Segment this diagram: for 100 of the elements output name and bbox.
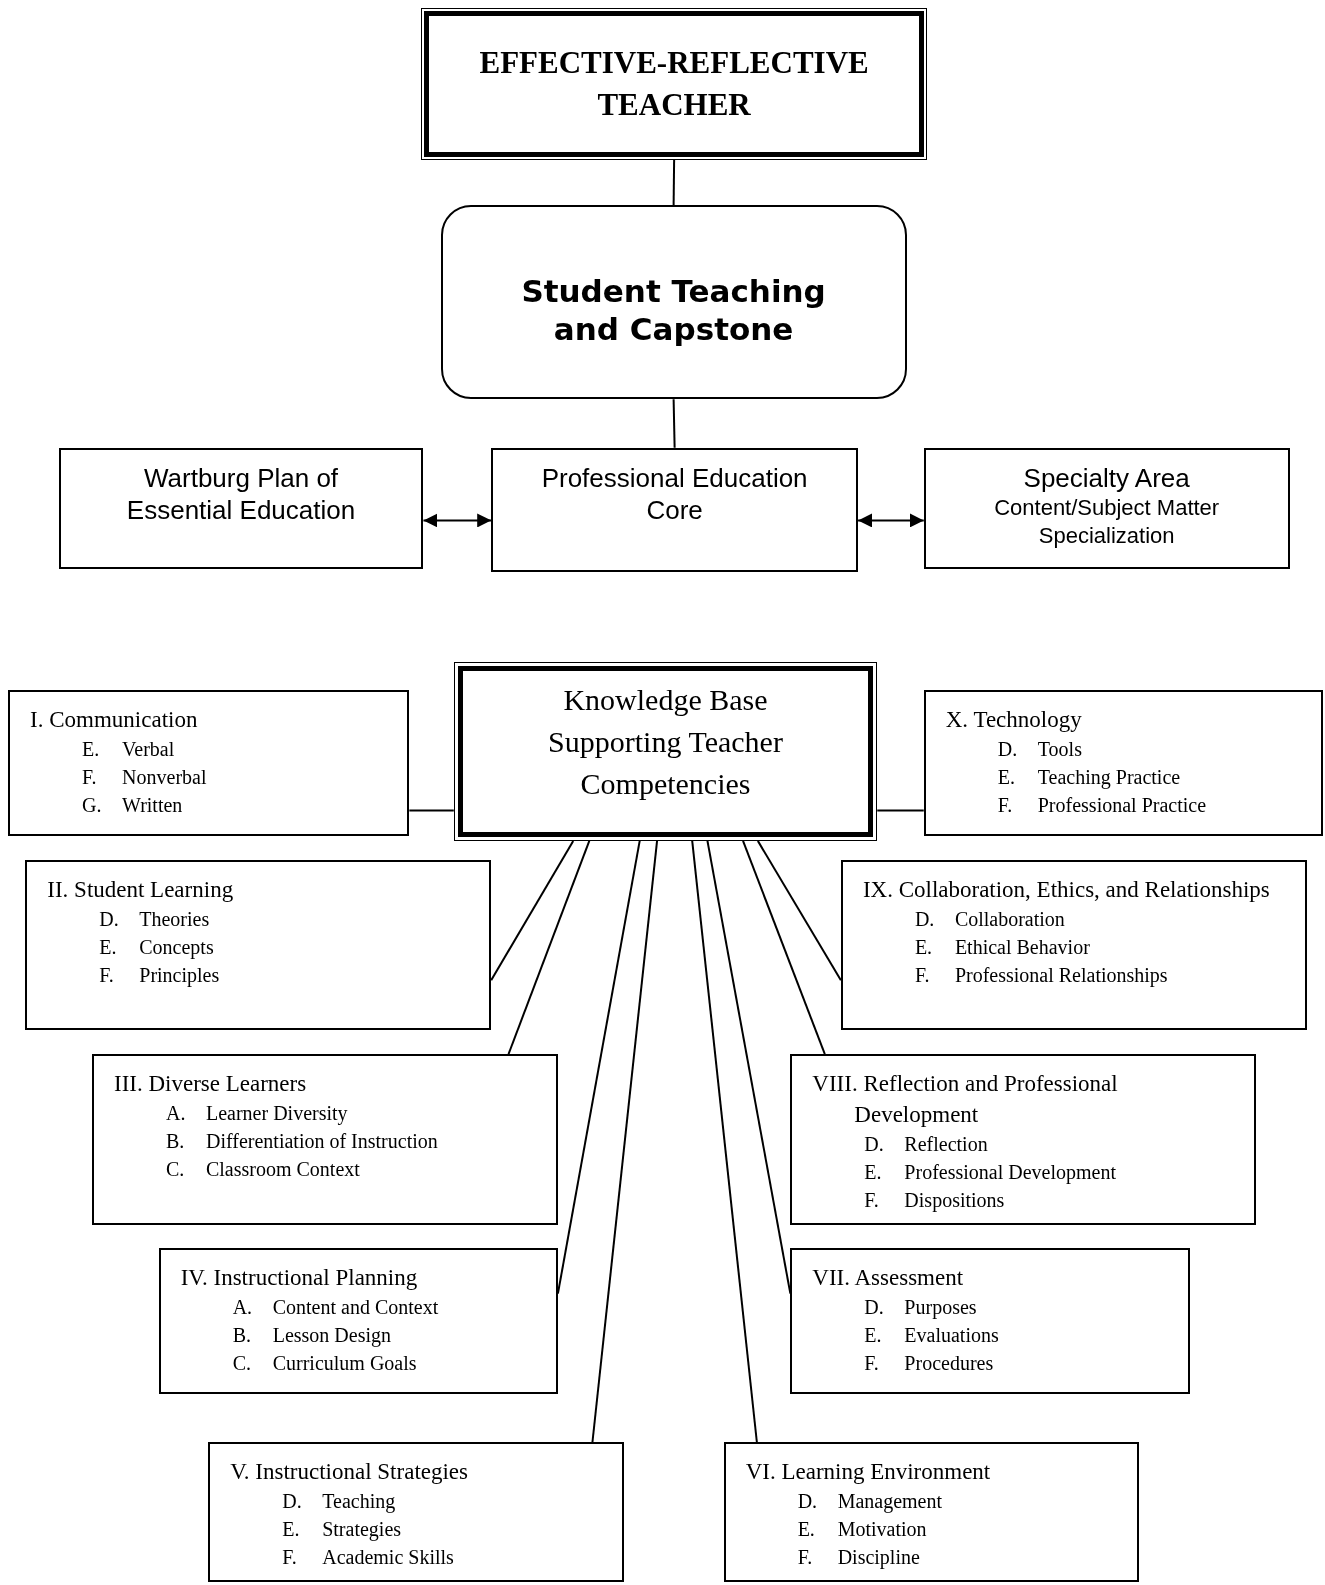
connector-line (672, 398, 676, 449)
list-item: Academic Skills (322, 1545, 455, 1571)
competency-box (208, 1442, 624, 1582)
list-letter: F. (99, 963, 115, 989)
list-item: Teaching Practice (1037, 765, 1182, 791)
list-item: Classroom Context (205, 1157, 361, 1183)
list-letter: D. (997, 737, 1019, 763)
list-item: Professional Relationships (954, 963, 1169, 989)
connector-line (556, 839, 641, 1295)
box-heading: Knowledge Base Supporting Teacher Competencies (547, 682, 784, 802)
list-letter: E. (914, 935, 934, 961)
competency-heading: VI. Learning Environment (745, 1458, 992, 1487)
list-letter: D. (864, 1132, 885, 1158)
list-item: Management (837, 1489, 944, 1515)
competency-box (91, 1054, 558, 1225)
list-item: Learner Diversity (205, 1101, 349, 1127)
list-letter: E. (282, 1517, 301, 1543)
connector-line (691, 839, 758, 1444)
connector-line (591, 839, 659, 1444)
list-item: Procedures (904, 1351, 995, 1377)
title-box (421, 8, 927, 160)
list-letter: A. (232, 1295, 254, 1321)
list-item: Ethical Behavior (954, 935, 1091, 961)
list-letter: F. (82, 765, 98, 791)
connector-line (507, 839, 591, 1056)
list-letter: D. (864, 1295, 885, 1321)
list-item: Collaboration (954, 907, 1066, 933)
list-item: Content and Context (272, 1295, 440, 1321)
list-item: Curriculum Goals (272, 1351, 418, 1377)
competency-box (840, 860, 1307, 1030)
list-item: Theories (139, 907, 211, 933)
list-item: Concepts (139, 935, 215, 961)
competency-box (923, 690, 1323, 836)
list-item: Evaluations (904, 1323, 1000, 1349)
connector-line (672, 158, 676, 207)
central-box (453, 662, 878, 841)
list-letter: E. (797, 1517, 816, 1543)
list-letter: C. (165, 1157, 186, 1183)
list-item: Professional Development (904, 1160, 1117, 1186)
competency-heading: X. Technology (945, 706, 1083, 735)
connector-line (490, 839, 575, 982)
list-item: Teaching (322, 1489, 397, 1515)
competency-box (25, 860, 492, 1030)
arrow (857, 513, 925, 528)
list-item: Professional Practice (1037, 793, 1208, 819)
process-box (491, 447, 859, 573)
list-item: Lesson Design (272, 1323, 392, 1349)
competency-box (790, 1248, 1190, 1394)
list-item: Written (122, 793, 184, 819)
title-text: EFFECTIVE-REFLECTIVE TEACHER (478, 43, 870, 124)
list-letter: F. (282, 1545, 298, 1571)
process-box (58, 447, 424, 569)
list-item: Motivation (837, 1517, 928, 1543)
list-item: Strategies (322, 1517, 403, 1543)
connector-line (408, 809, 455, 812)
competency-heading: VIII. Reflection and Professional Development (812, 1070, 1119, 1130)
arrow (422, 513, 493, 528)
list-item: Reflection (904, 1132, 989, 1158)
connector-line (876, 809, 925, 812)
competency-box (723, 1442, 1139, 1582)
competency-box (8, 690, 410, 836)
list-item: Differentiation of Instruction (205, 1129, 439, 1155)
list-letter: G. (82, 793, 103, 819)
list-letter: F. (997, 793, 1014, 819)
competency-heading: IV. Instructional Planning (180, 1264, 419, 1293)
list-letter: D. (282, 1489, 303, 1515)
list-letter: C. (232, 1351, 252, 1377)
box-heading: Specialty Area (1023, 461, 1190, 494)
list-letter: F. (797, 1545, 814, 1571)
competency-heading: VII. Assessment (812, 1264, 965, 1293)
list-item: Dispositions (904, 1188, 1006, 1214)
list-item: Nonverbal (122, 765, 208, 791)
box-subtext: Content/Subject Matter Specialization (993, 493, 1221, 550)
list-item: Tools (1037, 737, 1083, 763)
box-heading: Professional Education Core (541, 461, 809, 526)
competency-heading: IX. Collaboration, Ethics, and Relationships (862, 876, 1271, 905)
list-letter: F. (864, 1188, 880, 1214)
list-letter: E. (864, 1323, 883, 1349)
competency-box (158, 1248, 558, 1394)
connector-line (756, 839, 842, 982)
list-letter: F. (914, 963, 931, 989)
box-heading: Wartburg Plan of Essential Education (125, 461, 357, 526)
list-letter: E. (864, 1160, 883, 1186)
list-letter: E. (82, 737, 101, 763)
competency-heading: III. Diverse Learners (113, 1070, 308, 1099)
competency-heading: V. Instructional Strategies (230, 1458, 470, 1487)
list-letter: D. (914, 907, 936, 933)
competency-heading: I. Communication (30, 706, 199, 735)
list-item: Principles (139, 963, 221, 989)
list-letter: B. (165, 1129, 186, 1155)
list-item: Discipline (837, 1545, 921, 1571)
competency-box (790, 1054, 1257, 1225)
competency-heading: II. Student Learning (47, 876, 235, 905)
connector-line (706, 839, 792, 1295)
rounded-box (440, 205, 907, 400)
list-letter: D. (797, 1489, 819, 1515)
list-letter: D. (99, 907, 120, 933)
list-letter: E. (997, 765, 1016, 791)
process-box (923, 447, 1290, 569)
list-letter: B. (232, 1323, 252, 1349)
